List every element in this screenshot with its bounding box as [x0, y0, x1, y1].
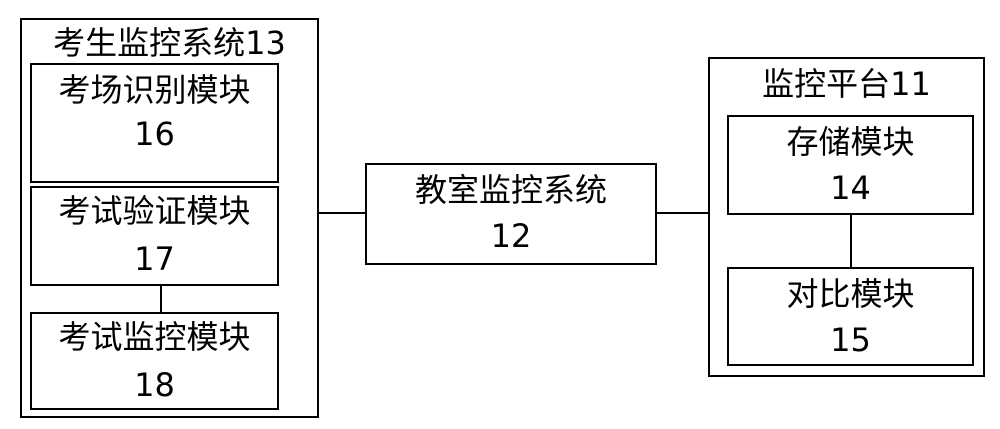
exam-monitoring-system-title: 考生监控系统13: [53, 24, 286, 62]
module-name: 考场识别模块: [58, 71, 251, 109]
module-number: 18: [134, 366, 175, 404]
connector-line: [657, 212, 708, 214]
connector-line: [850, 215, 852, 267]
module-name: 存储模块: [786, 123, 915, 161]
module-name: 考试验证模块: [58, 192, 251, 230]
connector-line: [160, 286, 162, 312]
module-number: 16: [134, 115, 175, 153]
exam-verification-module: 考试验证模块 17: [30, 186, 279, 286]
connector-line: [319, 212, 365, 214]
storage-module: 存储模块 14: [727, 115, 974, 215]
exam-room-recognition-module: 考场识别模块 16: [30, 63, 279, 183]
module-name: 对比模块: [786, 275, 915, 313]
system-number: 12: [490, 217, 532, 255]
module-name: 考试监控模块: [58, 318, 251, 356]
module-number: 15: [830, 321, 871, 359]
module-number: 17: [134, 240, 175, 278]
comparison-module: 对比模块 15: [727, 267, 974, 366]
system-name: 教室监控系统: [414, 171, 607, 209]
classroom-monitoring-system: 教室监控系统 12: [365, 163, 657, 265]
monitoring-platform-title: 监控平台11: [762, 65, 931, 103]
exam-monitoring-module: 考试监控模块 18: [30, 312, 279, 410]
module-number: 14: [830, 169, 871, 207]
